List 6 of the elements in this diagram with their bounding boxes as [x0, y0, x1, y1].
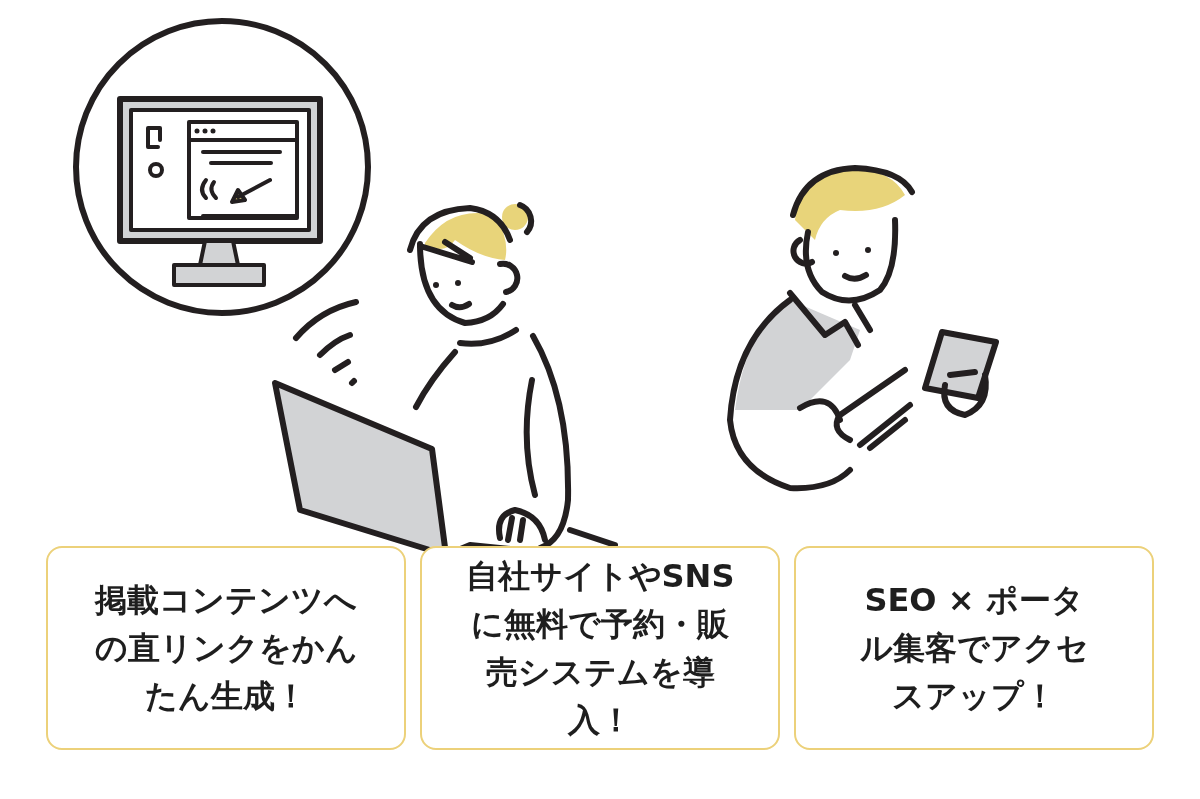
feature-text: SEO × ポータル集客でアクセスアップ！ [858, 580, 1090, 717]
feature-card [46, 546, 406, 750]
feature-card [420, 546, 780, 750]
feature-text: 自社サイトやSNSに無料で予約・販売システムを導入！ [464, 556, 736, 741]
feature-card [794, 546, 1154, 750]
feature-text: 掲載コンテンツへの直リンクをかんたん生成！ [93, 580, 359, 717]
